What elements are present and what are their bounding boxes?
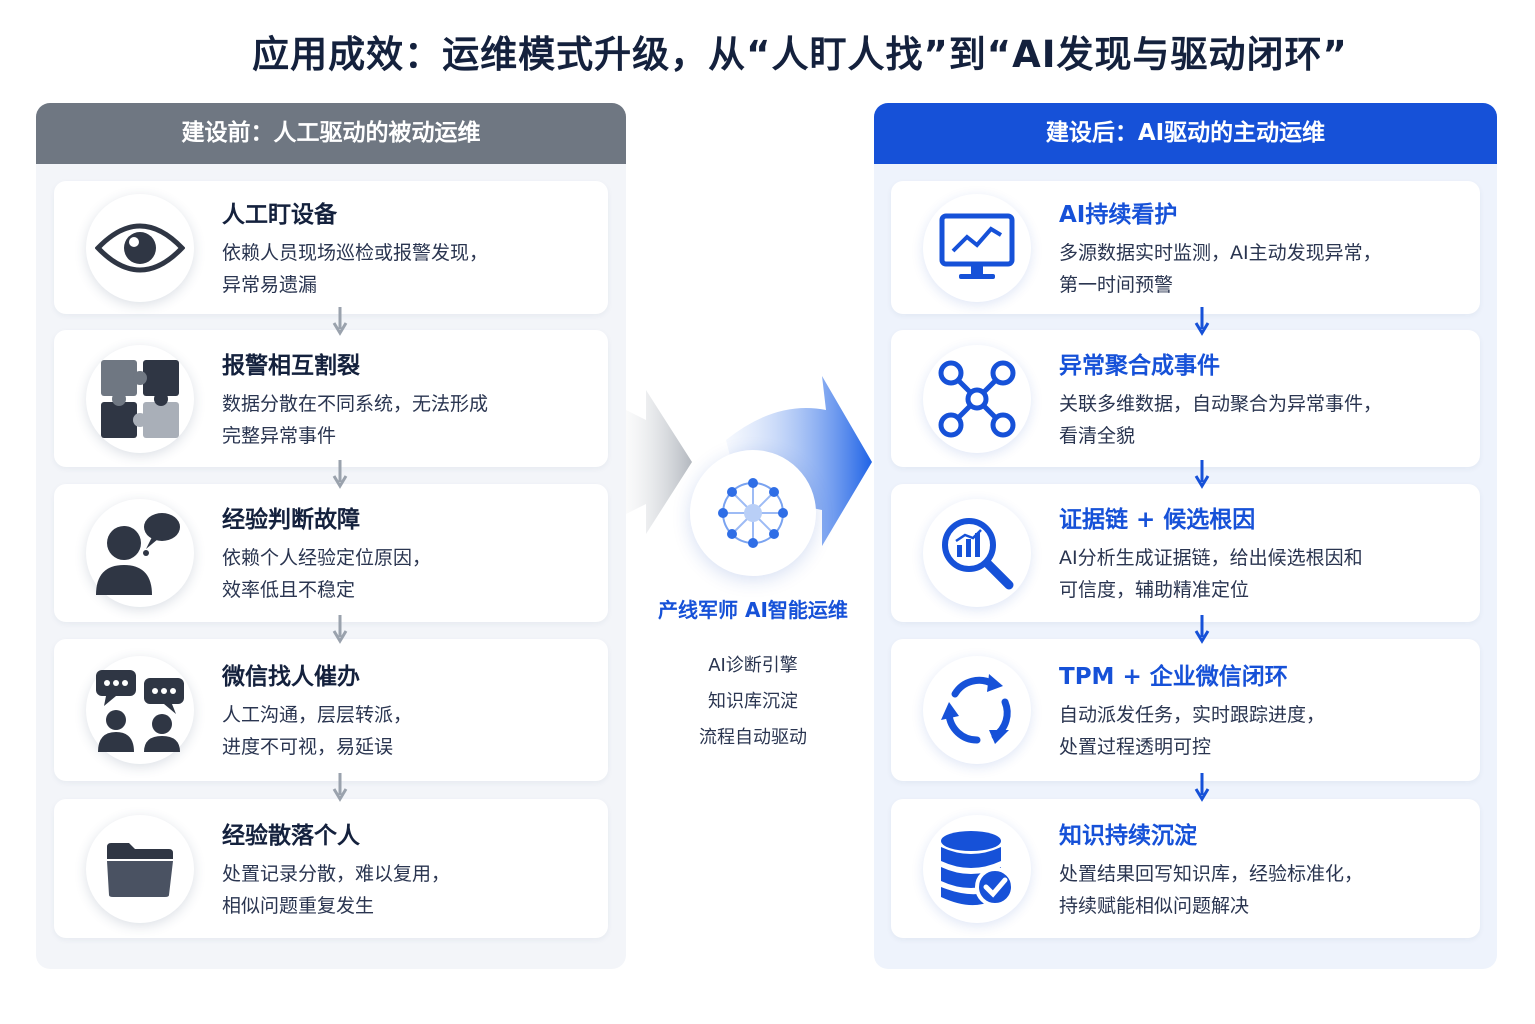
- card-desc-line2: 进度不可视，易延误: [222, 736, 394, 758]
- arrow-down-icon: [1194, 773, 1210, 802]
- arrow-down-icon: [1194, 307, 1210, 336]
- card-title: 知识持续沉淀: [1059, 822, 1197, 849]
- card-title: 异常聚合成事件: [1059, 352, 1220, 379]
- arrow-down-icon: [332, 307, 348, 336]
- card-desc-line2: 可信度，辅助精准定位: [1059, 579, 1250, 601]
- after-card-tpm-wecom-loop: TPM + 企业微信闭环 自动派发任务，实时跟踪进度， 处置过程透明可控: [891, 639, 1480, 781]
- card-desc-line2: 完整异常事件: [222, 424, 337, 447]
- card-desc-line2: 相似问题重复发生: [222, 894, 375, 917]
- card-title: 微信找人催办: [222, 664, 360, 690]
- card-desc-line1: 多源数据实时监测，AI主动发现异常，: [1059, 241, 1382, 264]
- card-desc-line1: 自动派发任务，实时跟踪进度，: [1059, 704, 1326, 726]
- card-title: AI持续看护: [1059, 201, 1178, 228]
- before-card-scattered-experience: 经验散落个人 处置记录分散，难以复用， 相似问题重复发生: [54, 799, 608, 938]
- card-desc-line1: 处置记录分散，难以复用，: [222, 862, 451, 885]
- arrow-down-icon: [332, 460, 348, 489]
- before-card-split-alarms: 报警相互割裂 数据分散在不同系统，无法形成 完整异常事件: [54, 330, 608, 467]
- card-desc-line1: 依赖人员现场巡检或报警发现，: [222, 241, 489, 264]
- card-desc-line2: 持续赋能相似问题解决: [1059, 894, 1250, 917]
- page-title: 应用成效：运维模式升级，从“人盯人找”到“AI发现与驱动闭环”: [252, 33, 1348, 76]
- chat-people-icon: [86, 656, 194, 764]
- database-check-icon: [923, 814, 1031, 923]
- after-card-ai-monitoring: AI持续看护 多源数据实时监测，AI主动发现异常， 第一时间预警: [891, 181, 1480, 314]
- card-desc-line1: 人工沟通，层层转派，: [222, 704, 413, 726]
- after-panel: 建设后：AI驱动的主动运维 AI持续看护 多源数据实时监测，AI主动发现异常， …: [874, 103, 1497, 969]
- center-label: 产线军师 AI智能运维: [658, 598, 848, 622]
- card-title: 报警相互割裂: [222, 352, 360, 379]
- puzzle-icon: [86, 344, 194, 453]
- arrow-down-icon: [332, 773, 348, 802]
- before-card-wechat-chase: 微信找人催办 人工沟通，层层转派， 进度不可视，易延误: [54, 639, 608, 781]
- eye-icon: [86, 193, 194, 302]
- card-desc-line1: AI分析生成证据链，给出候选根因和: [1059, 547, 1363, 569]
- card-desc-line2: 效率低且不稳定: [222, 579, 356, 601]
- monitor-chart-icon: [923, 193, 1031, 302]
- center-item: 知识库沉淀: [708, 691, 798, 712]
- network-nodes-icon: [923, 344, 1031, 453]
- center-item: 流程自动驱动: [699, 727, 807, 748]
- card-desc-line2: 看清全貌: [1059, 424, 1136, 447]
- center-capabilities: AI诊断引擎 知识库沉淀 流程自动驱动: [626, 648, 880, 756]
- card-desc-line1: 依赖个人经验定位原因，: [222, 547, 432, 569]
- ai-core-icon: [690, 450, 816, 576]
- sync-cycle-icon: [923, 656, 1031, 764]
- magnifier-chart-icon: [923, 499, 1031, 607]
- card-desc-line1: 数据分散在不同系统，无法形成: [222, 392, 489, 415]
- arrow-down-icon: [1194, 460, 1210, 489]
- after-card-evidence-chain: 证据链 + 候选根因 AI分析生成证据链，给出候选根因和 可信度，辅助精准定位: [891, 484, 1480, 622]
- card-desc-line1: 关联多维数据，自动聚合为异常事件，: [1059, 392, 1383, 415]
- arrow-down-icon: [332, 615, 348, 644]
- card-title: TPM + 企业微信闭环: [1059, 664, 1288, 690]
- before-panel-header: 建设前：人工驱动的被动运维: [36, 103, 626, 164]
- card-desc-line2: 处置过程透明可控: [1059, 736, 1212, 758]
- arrow-down-icon: [1194, 615, 1210, 644]
- card-title: 经验判断故障: [222, 507, 360, 533]
- after-panel-header: 建设后：AI驱动的主动运维: [874, 103, 1497, 164]
- before-panel: 建设前：人工驱动的被动运维 人工盯设备 依赖人员现场巡检或报警发现， 异常易遗漏: [36, 103, 626, 969]
- card-desc-line1: 处置结果回写知识库，经验标准化，: [1059, 862, 1364, 885]
- card-title: 证据链 + 候选根因: [1059, 507, 1256, 533]
- after-card-event-aggregation: 异常聚合成事件 关联多维数据，自动聚合为异常事件， 看清全貌: [891, 330, 1480, 467]
- center-item: AI诊断引擎: [708, 655, 798, 676]
- card-desc-line2: 异常易遗漏: [222, 273, 318, 296]
- folder-icon: [86, 814, 194, 923]
- before-card-manual-watch: 人工盯设备 依赖人员现场巡检或报警发现， 异常易遗漏: [54, 181, 608, 314]
- card-title: 人工盯设备: [222, 201, 337, 228]
- after-card-knowledge-accumulation: 知识持续沉淀 处置结果回写知识库，经验标准化， 持续赋能相似问题解决: [891, 799, 1480, 938]
- card-desc-line2: 第一时间预警: [1059, 273, 1174, 296]
- before-card-experience-judge: 经验判断故障 依赖个人经验定位原因， 效率低且不稳定: [54, 484, 608, 622]
- card-title: 经验散落个人: [222, 822, 360, 849]
- person-thinking-icon: [86, 499, 194, 607]
